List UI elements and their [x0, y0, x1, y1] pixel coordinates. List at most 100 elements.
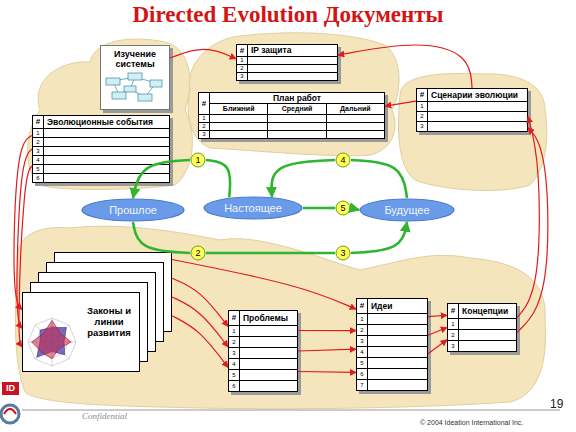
- flow-arrow: [298, 349, 356, 351]
- mini-link: [113, 81, 119, 95]
- timeline-arrow: [206, 160, 230, 197]
- mini-link: [145, 83, 156, 97]
- blank-cell: [240, 326, 297, 336]
- flow-arrow: [14, 135, 32, 309]
- document-stack: Законы и линии развития: [22, 247, 172, 372]
- step-circle: 2: [190, 245, 206, 261]
- circle-shape: [336, 246, 350, 260]
- row-number: 4: [229, 359, 239, 369]
- node-text: 1: [190, 152, 206, 168]
- table-hash: #: [417, 89, 427, 101]
- area-blob: [399, 73, 547, 190]
- blank-cell: [240, 370, 297, 380]
- timeline-arrow: [272, 160, 335, 197]
- table-hash: #: [229, 311, 239, 325]
- table-heading: Концепции: [459, 304, 516, 318]
- blank-cell: [210, 131, 267, 138]
- flow-arrow: [172, 316, 228, 368]
- table-heading: Эволюционные события: [44, 116, 169, 128]
- blank-cell: [44, 129, 169, 137]
- node-text: 3: [335, 245, 351, 261]
- timeline-arrow: [351, 208, 359, 210]
- blank-cell: [268, 131, 325, 138]
- mini-box: [150, 80, 162, 87]
- step-circle: 4: [335, 152, 351, 168]
- page-title: Directed Evolution Документы: [0, 2, 576, 28]
- row-number: 1: [237, 57, 247, 64]
- table-hash: #: [237, 45, 247, 56]
- blank-cell: [459, 341, 516, 351]
- radar-area: [32, 320, 72, 358]
- ellipse-shape: [360, 199, 454, 221]
- blank-cell: [428, 102, 527, 111]
- circle-shape: [336, 153, 350, 167]
- flow-arrow: [428, 315, 447, 316]
- flow-arrow: [338, 45, 472, 88]
- page-number: 19: [550, 397, 563, 411]
- table-heading: План работ: [210, 93, 384, 103]
- flow-arrow: [517, 117, 539, 318]
- row-number: 6: [33, 174, 43, 182]
- mini-link: [130, 77, 135, 89]
- row-number: 3: [229, 348, 239, 358]
- blank-cell: [268, 115, 325, 122]
- node-text: Настоящее: [203, 196, 303, 220]
- circle-shape: [191, 246, 205, 260]
- step-circle: 5: [335, 200, 351, 216]
- flow-arrow: [172, 260, 356, 310]
- node-text: 2: [190, 245, 206, 261]
- blank-cell: [327, 115, 384, 122]
- row-number: 4: [357, 347, 367, 357]
- row-number: 4: [33, 156, 43, 164]
- node-text: Прошлое: [81, 198, 185, 222]
- plan-table-box: #План работБлижнийСреднийДальний123: [198, 92, 385, 139]
- blank-cell: [428, 112, 527, 121]
- flow-arrow: [517, 128, 548, 333]
- flow-arrow: [172, 278, 228, 326]
- step-circle: 1: [190, 152, 206, 168]
- radar-ring: [28, 318, 76, 366]
- blank-cell: [428, 122, 527, 131]
- blank-cell: [248, 57, 337, 64]
- connector-group: [14, 45, 548, 372]
- blank-cell: [368, 325, 427, 335]
- row-number: 5: [33, 165, 43, 173]
- flow-arrow: [298, 330, 356, 331]
- row-number: 1: [417, 102, 427, 111]
- row-number: 3: [199, 131, 209, 138]
- flow-arrow: [428, 340, 447, 354]
- blank-cell: [368, 369, 427, 379]
- table-box: #Идеи1234567: [356, 298, 428, 391]
- blank-cell: [210, 115, 267, 122]
- flow-arrow: [172, 297, 228, 347]
- blank-cell: [44, 174, 169, 182]
- flow-arrow: [428, 328, 447, 336]
- blank-cell: [248, 73, 337, 80]
- row-number: 1: [199, 115, 209, 122]
- blank-cell: [327, 123, 384, 130]
- mini-link: [135, 77, 156, 83]
- logo-ring: [1, 405, 19, 423]
- node-text: 4: [335, 152, 351, 168]
- table-box: #Эволюционные события123456: [32, 115, 170, 183]
- row-number: 3: [448, 341, 458, 351]
- table-box: #Концепции123: [447, 303, 517, 352]
- blank-cell: [44, 147, 169, 155]
- area-blob: [28, 39, 193, 189]
- ellipse-shape: [82, 199, 184, 221]
- footer-rule: [22, 410, 560, 411]
- confidential-note: Confidential: [82, 411, 127, 421]
- area-blob: [188, 33, 399, 156]
- row-number: 2: [448, 330, 458, 340]
- blank-cell: [210, 123, 267, 130]
- node-text: 5: [335, 200, 351, 216]
- timeline-arrow: [206, 252, 335, 255]
- time-ellipse: Настоящее: [203, 196, 303, 220]
- blank-cell: [368, 336, 427, 346]
- blank-cell: [459, 330, 516, 340]
- flow-arrow: [19, 166, 32, 347]
- blank-cell: [240, 337, 297, 347]
